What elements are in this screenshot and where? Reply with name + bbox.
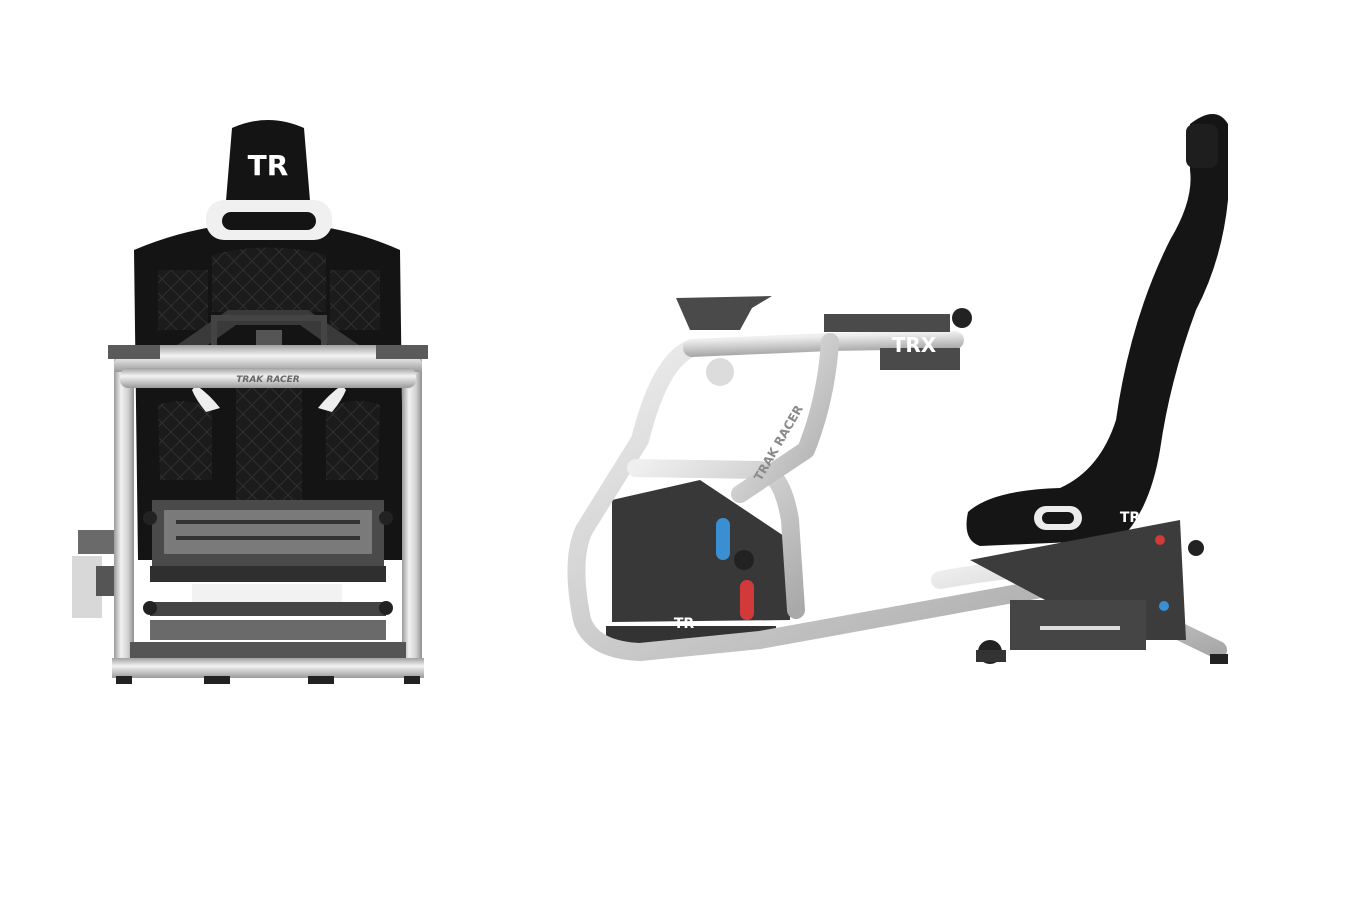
crossbar-label: TRAK RACER bbox=[236, 375, 300, 385]
headrest-logo: TR bbox=[248, 149, 289, 182]
red-adjust-slot bbox=[740, 580, 754, 620]
base-logo: TR bbox=[674, 616, 695, 632]
mount-logo: TRX bbox=[892, 333, 937, 357]
wheel-mount bbox=[676, 296, 972, 386]
seat-logo: TR bbox=[1120, 510, 1141, 526]
side-plate bbox=[612, 480, 790, 622]
bucket-seat-side bbox=[966, 114, 1228, 546]
side-mount-bracket bbox=[72, 530, 114, 618]
blue-adjust-slot bbox=[716, 518, 730, 560]
adjust-knob bbox=[734, 550, 754, 570]
front-base bbox=[112, 658, 424, 684]
seat-slider-assembly bbox=[130, 500, 406, 660]
front-frame bbox=[108, 345, 428, 680]
seat-slider-side bbox=[970, 520, 1228, 664]
